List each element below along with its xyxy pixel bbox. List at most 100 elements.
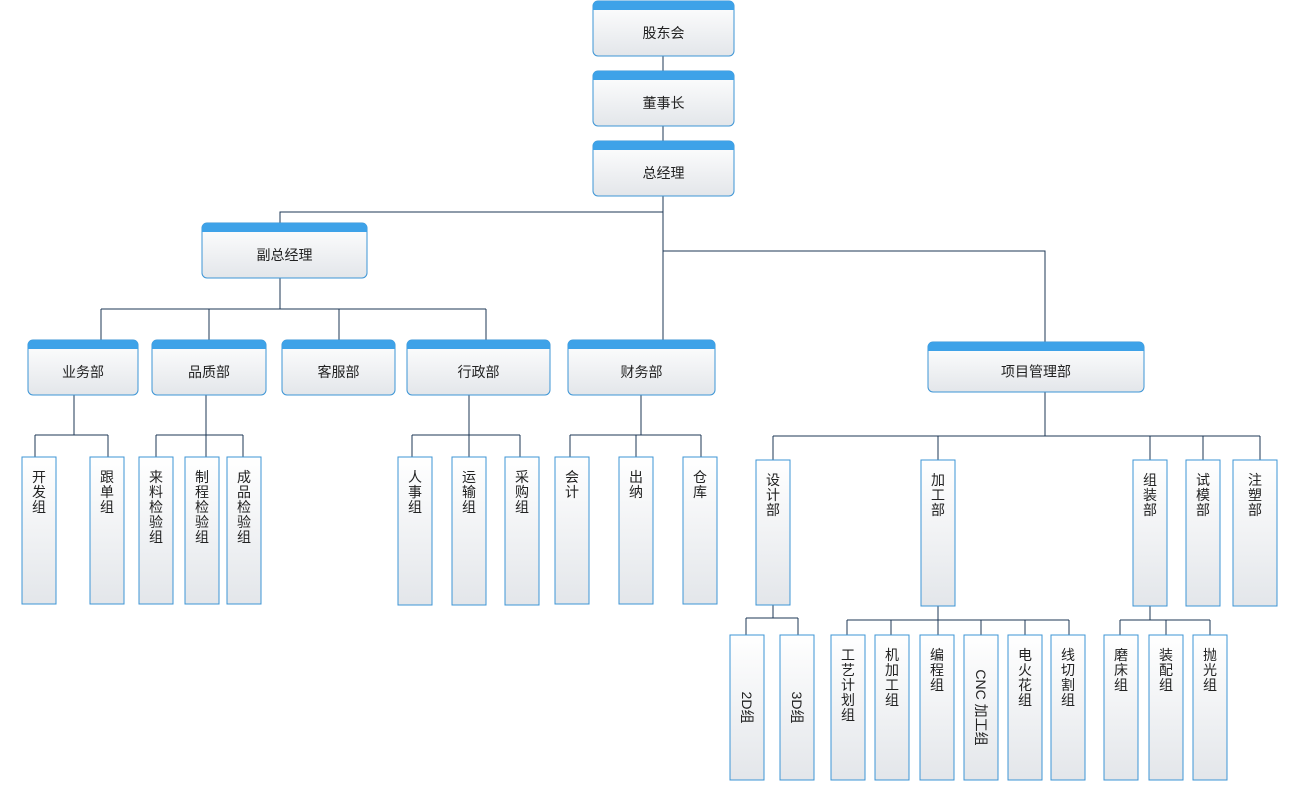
node-label: 抛光组 <box>1203 647 1217 693</box>
node-label: 股东会 <box>643 25 685 41</box>
node-box <box>554 456 590 605</box>
node-box <box>451 456 487 606</box>
node-label: 跟单组 <box>100 469 114 515</box>
node-box <box>1192 634 1228 781</box>
node-dev-group: 开发组 <box>21 456 57 605</box>
node-warehouse: 仓库 <box>682 456 718 605</box>
node-label: 会计 <box>565 469 579 500</box>
node-wire-cut-group: 线切割组 <box>1050 634 1086 781</box>
node-service-dept: 客服部 <box>281 339 396 396</box>
node-box <box>920 459 956 607</box>
node-design-dept: 设计部 <box>755 459 791 606</box>
node-polishing-group: 抛光组 <box>1192 634 1228 781</box>
node-header-bar <box>152 340 266 349</box>
node-label: 业务部 <box>62 364 104 380</box>
node-header-bar <box>593 71 734 80</box>
node-label: 仓库 <box>693 469 707 500</box>
node-box <box>1232 459 1278 607</box>
node-header-bar <box>568 340 715 349</box>
connector-line <box>279 211 663 223</box>
node-box <box>1007 634 1043 781</box>
node-label: 2D组 <box>739 692 755 724</box>
node-machining-group: 机加工组 <box>874 634 910 781</box>
node-box <box>919 634 955 781</box>
node-label: 出纳 <box>629 469 643 500</box>
node-box <box>1050 634 1086 781</box>
node-box <box>397 456 433 606</box>
node-label: 采购组 <box>515 469 529 515</box>
node-quality-dept: 品质部 <box>151 339 267 396</box>
node-fitting-group: 装配组 <box>1148 634 1184 781</box>
node-label: 财务部 <box>621 364 663 380</box>
node-header-bar <box>28 340 138 349</box>
node-label: 运输组 <box>462 469 476 515</box>
node-label: 开发组 <box>32 469 46 515</box>
node-admin-dept: 行政部 <box>406 339 551 396</box>
node-cashier: 出纳 <box>618 456 654 605</box>
node-box <box>729 634 765 781</box>
node-box <box>504 456 540 606</box>
node-label: 制程检验组 <box>195 469 209 545</box>
node-label: 装配组 <box>1159 647 1173 693</box>
node-box <box>874 634 910 781</box>
node-assembly-dept: 组装部 <box>1132 459 1168 607</box>
node-chairman: 董事长 <box>592 70 735 127</box>
node-label: 项目管理部 <box>1001 364 1071 380</box>
node-label: 工艺计划组 <box>841 647 855 723</box>
node-header-bar <box>202 223 367 232</box>
node-box <box>1132 459 1168 607</box>
node-box <box>1185 459 1221 607</box>
node-project-dept: 项目管理部 <box>927 341 1145 393</box>
node-box <box>963 634 999 781</box>
node-deputy-gm: 副总经理 <box>201 222 368 279</box>
node-label: CNC 加工组 <box>973 669 989 745</box>
node-label: 磨床组 <box>1114 647 1128 693</box>
node-injection-dept: 注塑部 <box>1232 459 1278 607</box>
node-finance-dept: 财务部 <box>567 339 716 396</box>
node-label: 试模部 <box>1196 472 1210 518</box>
node-box <box>1103 634 1139 781</box>
node-machining-dept: 加工部 <box>920 459 956 607</box>
node-label: 成品检验组 <box>237 469 251 545</box>
connector-lines <box>34 56 1261 635</box>
node-label: 3D组 <box>789 692 805 724</box>
node-grinding-group: 磨床组 <box>1103 634 1139 781</box>
node-label: 人事组 <box>408 469 422 515</box>
node-label: 机加工组 <box>885 647 899 708</box>
node-box <box>618 456 654 605</box>
node-programming-group: 编程组 <box>919 634 955 781</box>
node-label: 加工部 <box>931 472 945 518</box>
node-general-manager: 总经理 <box>592 140 735 197</box>
node-header-bar <box>407 340 550 349</box>
node-box <box>755 459 791 606</box>
node-group-3d: 3D组 <box>779 634 815 781</box>
node-label: 组装部 <box>1143 472 1157 518</box>
node-label: 总经理 <box>643 165 685 181</box>
node-label: 来料检验组 <box>149 469 163 545</box>
node-label: 设计部 <box>766 472 780 518</box>
node-product-inspect: 成品检验组 <box>226 456 262 605</box>
node-box <box>682 456 718 605</box>
node-label: 品质部 <box>188 364 230 380</box>
node-label: 线切割组 <box>1061 647 1075 708</box>
node-group-2d: 2D组 <box>729 634 765 781</box>
node-transport-group: 运输组 <box>451 456 487 606</box>
node-label: 客服部 <box>318 364 360 380</box>
node-box <box>184 456 220 605</box>
node-follow-group: 跟单组 <box>89 456 125 605</box>
node-business-dept: 业务部 <box>27 339 139 396</box>
node-label: 注塑部 <box>1248 472 1262 518</box>
node-header-bar <box>593 1 734 10</box>
node-edm-group: 电火花组 <box>1007 634 1043 781</box>
node-label: 电火花组 <box>1018 647 1032 708</box>
node-header-bar <box>282 340 395 349</box>
node-hr-group: 人事组 <box>397 456 433 606</box>
node-accounting: 会计 <box>554 456 590 605</box>
node-label: 行政部 <box>458 364 500 380</box>
node-box <box>226 456 262 605</box>
node-header-bar <box>593 141 734 150</box>
node-process-plan-group: 工艺计划组 <box>830 634 866 781</box>
node-label: 董事长 <box>643 95 685 111</box>
